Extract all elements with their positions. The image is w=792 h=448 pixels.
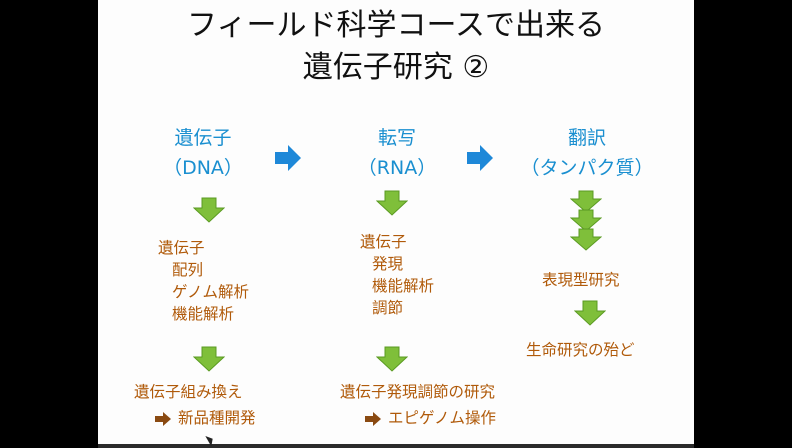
phenotype-research-text: 表現型研究 — [542, 271, 620, 289]
small-right-arrow-icon — [155, 412, 171, 426]
column-sub-protein: （タンパク質） — [520, 157, 654, 179]
list-item: 遺伝子 — [158, 239, 205, 257]
column-heading-rna: 転写 — [377, 127, 416, 149]
list-item: 遺伝子 — [360, 233, 407, 251]
down-arrow-icon — [193, 197, 225, 223]
small-right-arrow-icon — [365, 412, 381, 426]
presentation-slide: フィールド科学コースで出来る 遺伝子研究 ② 遺伝子 （DNA） 転写 （RNA… — [98, 0, 694, 448]
text-list: 遺伝子 配列 ゲノム解析 機能解析 — [158, 238, 249, 326]
slide-title-line1: フィールド科学コースで出来る — [187, 8, 605, 43]
video-progress-bar[interactable] — [98, 444, 694, 448]
column-heading-dna: 遺伝子 — [174, 127, 232, 149]
right-arrow-icon — [467, 145, 493, 171]
right-arrow-icon — [275, 145, 301, 171]
bottom-sub-dna: 新品種開発 — [178, 409, 256, 427]
text-list: 遺伝子 発現 機能解析 調節 — [360, 232, 434, 320]
bottom-text-rna: 遺伝子発現調節の研究 — [340, 383, 496, 401]
list-item: 調節 — [372, 299, 404, 317]
column-sub-dna: （DNA） — [163, 157, 243, 179]
list-item: ゲノム解析 — [172, 283, 250, 301]
bottom-sub-rna: エピゲノム操作 — [388, 409, 497, 427]
list-item: 機能解析 — [372, 277, 435, 295]
bottom-text-dna: 遺伝子組み換え — [134, 383, 243, 401]
down-arrow-icon — [193, 346, 225, 372]
list-item: 機能解析 — [172, 305, 235, 323]
down-arrow-icon — [376, 190, 408, 216]
triple-down-arrow-icon — [570, 190, 602, 251]
down-arrow-icon — [376, 346, 408, 372]
column-sub-rna: （RNA） — [357, 157, 437, 179]
slide-title-line2: 遺伝子研究 ② — [302, 50, 490, 85]
bottom-text-protein: 生命研究の殆ど — [526, 341, 635, 359]
list-item: 配列 — [172, 261, 204, 279]
column-heading-protein: 翻訳 — [567, 127, 606, 149]
list-item: 発現 — [372, 255, 404, 273]
down-arrow-icon — [574, 300, 606, 326]
